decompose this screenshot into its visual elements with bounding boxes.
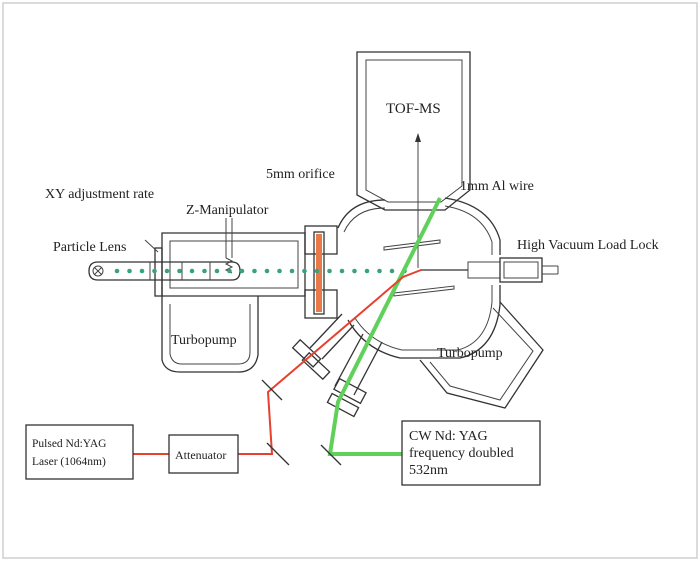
turbopump-right-label: Turbopump [437,346,503,361]
orifice-plate [316,234,322,312]
tof-plates [383,239,455,297]
particle-beam [114,268,407,274]
particle-dot [202,268,207,274]
particle-dot [339,268,345,274]
particle-dot [302,268,307,274]
attenuator-label: Attenuator [175,448,226,462]
particle-dot [277,268,282,274]
pulsed-laser-line2: Laser (1064nm) [32,456,106,468]
left-chamber [161,225,338,319]
particle-dot [152,268,157,274]
particle-dot [252,268,257,274]
pulsed-laser-line1: Pulsed Nd:YAG [32,438,106,450]
particle-dot [239,268,245,274]
particle-dot [127,268,132,274]
red-window-port [291,313,355,381]
green-window-port [326,333,383,418]
tof-ms-tube [356,51,471,211]
particle-lens-tube [88,261,241,281]
z-manipulator-label: Z-Manipulator [186,203,269,218]
particle-dot [177,268,182,274]
particle-dot [139,268,145,274]
right-turbopump [419,301,544,409]
load-lock [467,257,559,283]
pulsed-laser-box [25,424,134,480]
particle-dot [289,268,295,274]
particle-dot [114,268,120,274]
z-manipulator [224,218,234,274]
particle-dot [164,268,170,274]
particle-dot [389,268,395,274]
load-lock-label: High Vacuum Load Lock [517,238,659,253]
particle-dot [327,268,332,274]
xy-adjustment-label: XY adjustment rate [45,187,154,202]
attenuator-box [168,434,239,474]
particle-dot [377,268,382,274]
particle-dot [264,268,270,274]
xy-adjustment-plate [144,239,163,297]
cw-laser-line1: CW Nd: YAG [409,429,488,444]
tof-ms-label: TOF-MS [386,101,441,117]
turbopump-left-label: Turbopump [171,333,237,348]
particle-lens-label: Particle Lens [53,240,126,255]
particle-dot [189,268,195,274]
cw-laser-box [401,420,541,486]
mirrors [261,379,342,466]
particle-dot [364,268,370,274]
cw-laser-line3: 532nm [409,463,448,478]
particle-dot [314,268,320,274]
red-laser-beam [133,269,422,455]
particle-dot [352,268,357,274]
left-turbopump [161,296,259,373]
al-wire-label: 1mm Al wire [460,179,534,194]
tof-arrow [415,133,421,268]
cw-laser-line2: frequency doubled [409,446,514,461]
particle-dot [227,268,232,274]
orifice-label: 5mm orifice [266,167,335,182]
particle-dot [214,268,220,274]
green-laser-beam [327,197,442,456]
